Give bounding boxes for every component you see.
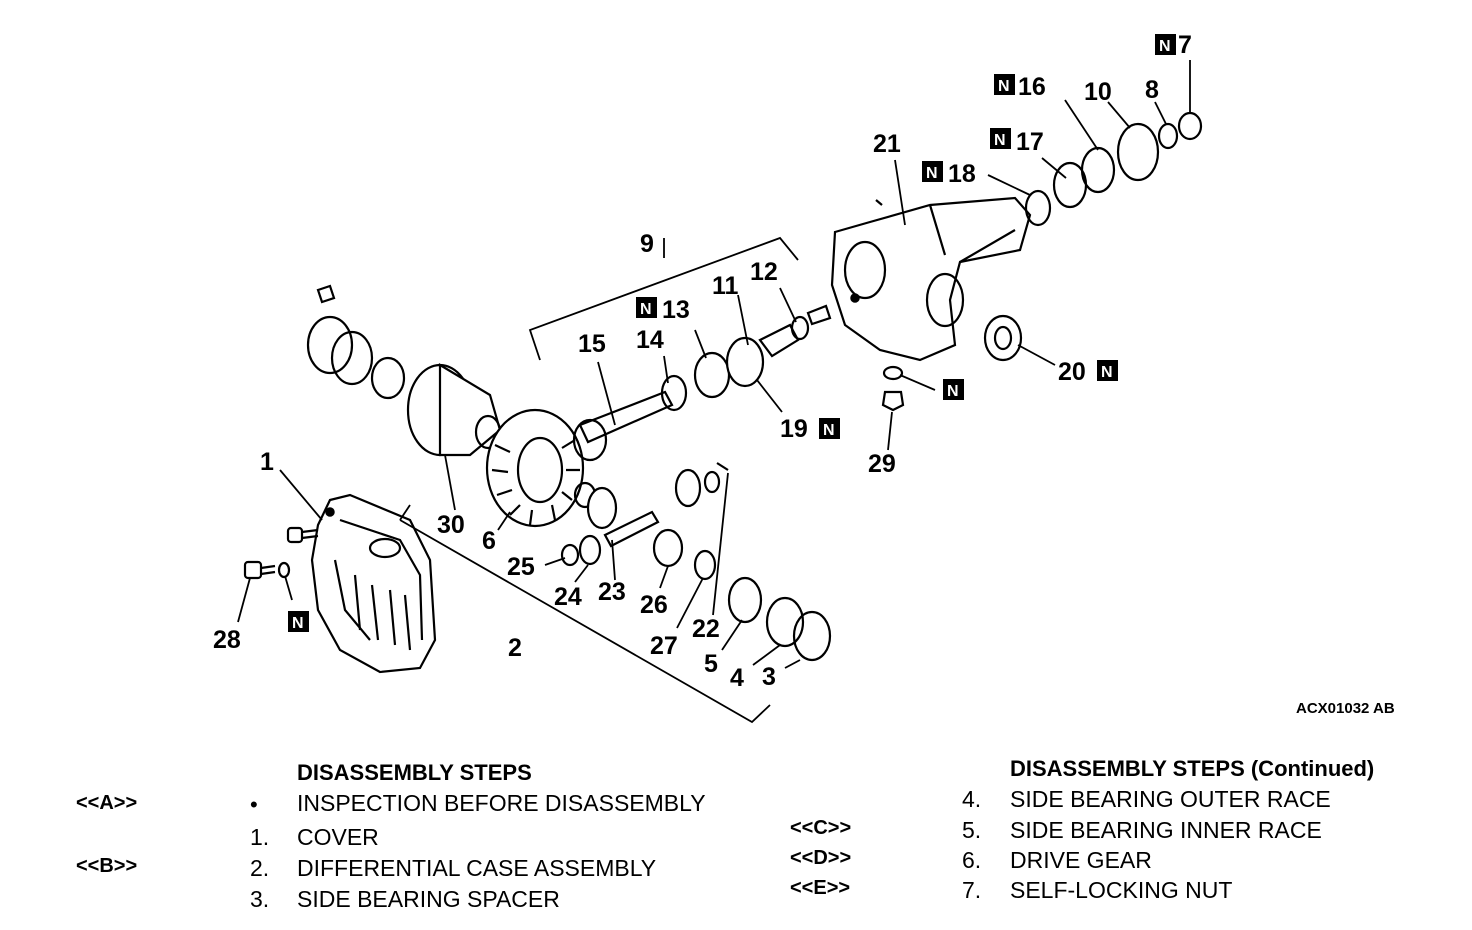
- step-text: SIDE BEARING SPACER: [297, 886, 560, 912]
- callout-13: 13: [662, 296, 690, 324]
- steps-left-title: DISASSEMBLY STEPS: [297, 760, 532, 785]
- svg-text:N: N: [994, 132, 1006, 149]
- callout-23: 23: [598, 578, 626, 606]
- n-marker-19: N: [819, 418, 840, 439]
- step-code: <<B>>: [76, 855, 138, 877]
- callout-5: 5: [704, 650, 718, 678]
- svg-text:N: N: [640, 301, 652, 318]
- callout-8: 8: [1145, 76, 1159, 104]
- drive-pinion-part: [572, 374, 688, 462]
- exploded-view-diagram: 1 2 3 4 5 6 7 8 9 10 11 12 13 14 15 16 1…: [213, 31, 1203, 724]
- companion-flange-part: [1024, 111, 1203, 227]
- leader-lines: [237, 60, 1191, 724]
- svg-text:N: N: [947, 383, 959, 400]
- step-number: 1.: [250, 824, 270, 850]
- step-text: DIFFERENTIAL CASE ASSEMBLY: [297, 855, 657, 881]
- step-text: INSPECTION BEFORE DISASSEMBLY: [297, 790, 706, 816]
- step-text: COVER: [297, 824, 379, 850]
- n-marker-plug: N: [943, 379, 964, 400]
- svg-text:N: N: [926, 165, 938, 182]
- callout-30: 30: [437, 511, 465, 539]
- svg-text:N: N: [823, 422, 835, 439]
- callout-17: 17: [1016, 128, 1044, 156]
- n-marker-17: N: [990, 128, 1011, 149]
- callout-4: 4: [730, 664, 744, 692]
- n-marker-16: N: [994, 74, 1015, 95]
- callout-22: 22: [692, 615, 720, 643]
- svg-text:N: N: [998, 78, 1010, 95]
- n-marker-7: N: [1155, 34, 1176, 55]
- step-text: SIDE BEARING INNER RACE: [1010, 817, 1322, 843]
- callout-1: 1: [260, 448, 274, 476]
- figure-reference-code: ACX01032 AB: [1296, 700, 1395, 717]
- callout-24: 24: [554, 583, 582, 611]
- callout-28: 28: [213, 626, 241, 654]
- callout-2: 2: [508, 634, 522, 662]
- callout-18: 18: [948, 160, 976, 188]
- svg-text:N: N: [292, 615, 304, 632]
- gear-carrier-part: [830, 196, 1032, 362]
- callout-12: 12: [750, 258, 778, 286]
- step-text: DRIVE GEAR: [1010, 847, 1152, 873]
- step-bullet: •: [250, 792, 258, 817]
- callout-25: 25: [507, 553, 535, 581]
- step-number: 7.: [962, 877, 982, 903]
- step-text: SIDE BEARING OUTER RACE: [1010, 786, 1331, 812]
- callout-7: 7: [1178, 31, 1192, 59]
- n-marker-cover-bolt: N: [288, 611, 309, 632]
- callout-3: 3: [762, 663, 776, 691]
- step-number: 3.: [250, 886, 270, 912]
- drive-gear-part: [485, 408, 585, 528]
- step-number: 2.: [250, 855, 270, 881]
- callout-19: 19: [780, 415, 808, 443]
- callout-26: 26: [640, 591, 668, 619]
- callout-27: 27: [650, 632, 678, 660]
- callout-29: 29: [868, 450, 896, 478]
- svg-text:N: N: [1101, 364, 1113, 381]
- step-number: 6.: [962, 847, 982, 873]
- step-text: SELF-LOCKING NUT: [1010, 877, 1233, 903]
- step-code: <<C>>: [790, 817, 852, 839]
- callout-labels: 1 2 3 4 5 6 7 8 9 10 11 12 13 14 15 16 1…: [213, 31, 1192, 692]
- callout-11: 11: [712, 272, 739, 300]
- differential-case-part: [306, 284, 502, 457]
- steps-right-title: DISASSEMBLY STEPS (Continued): [1010, 756, 1375, 781]
- callout-16: 16: [1018, 73, 1046, 101]
- cover-bolt-part: [243, 526, 319, 580]
- callout-20: 20: [1058, 358, 1086, 386]
- callout-15: 15: [578, 330, 606, 358]
- callout-14: 14: [636, 326, 664, 354]
- callout-10: 10: [1084, 78, 1112, 106]
- n-marker-13: N: [636, 297, 657, 318]
- callout-9: 9: [640, 230, 654, 258]
- callout-21: 21: [873, 130, 901, 158]
- step-number: 4.: [962, 786, 982, 812]
- pinion-bearing-part: [693, 304, 832, 399]
- svg-text:N: N: [1159, 38, 1171, 55]
- callout-6: 6: [482, 527, 496, 555]
- step-code: <<A>>: [76, 792, 138, 814]
- step-number: 5.: [962, 817, 982, 843]
- step-code: <<D>>: [790, 847, 852, 869]
- step-code: <<E>>: [790, 877, 851, 899]
- side-gears-part: [560, 462, 832, 662]
- n-marker-20: N: [1097, 360, 1118, 381]
- oil-seal-part: [881, 314, 1023, 412]
- n-marker-18: N: [922, 161, 943, 182]
- cover-part: [310, 493, 437, 674]
- n-markers: N N N N N N N N N: [288, 34, 1176, 632]
